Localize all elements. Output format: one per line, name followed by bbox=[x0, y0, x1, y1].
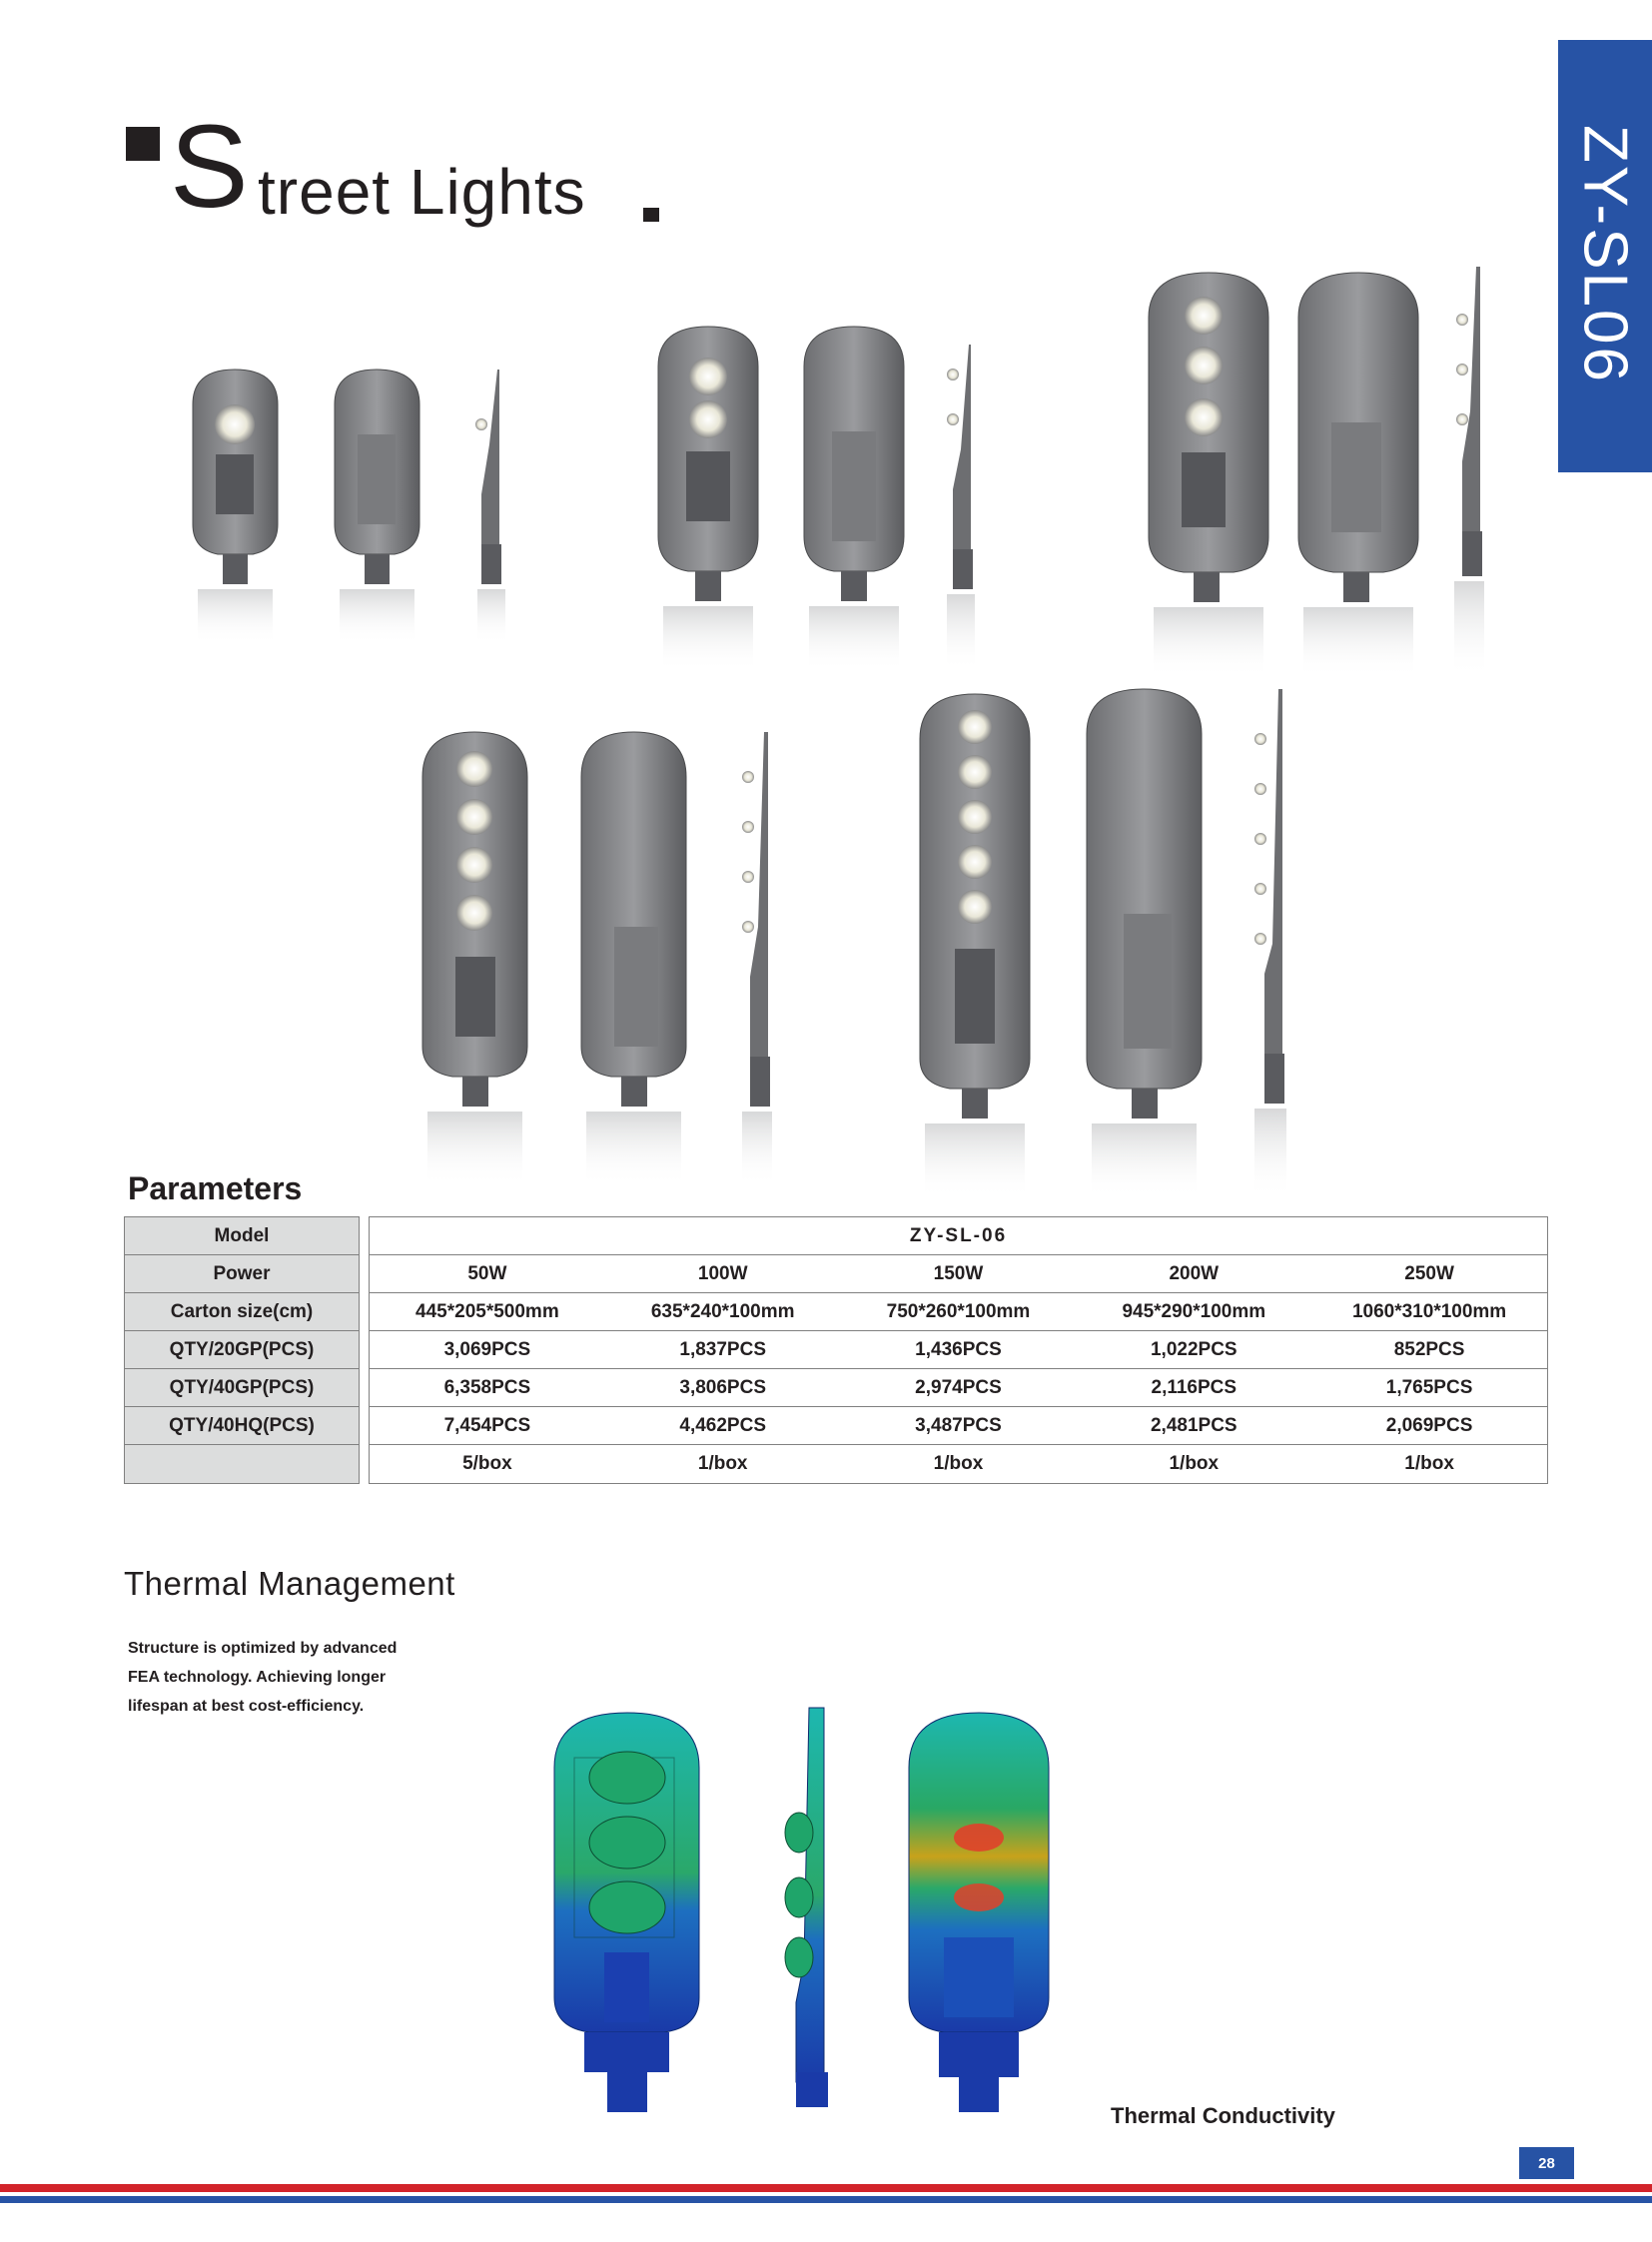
page-number: 28 bbox=[1519, 2147, 1574, 2179]
model-tab: ZY-SL06 bbox=[1558, 40, 1652, 469]
qty40hq-150w: 3,487PCS bbox=[915, 1414, 1002, 1436]
qty40gp-250w: 1,765PCS bbox=[1385, 1376, 1473, 1398]
lamp-200w-side-image bbox=[734, 727, 778, 1186]
title-end-mark bbox=[643, 208, 659, 222]
qty40hq-50w: 7,454PCS bbox=[443, 1414, 531, 1436]
packing-50w: 5/box bbox=[462, 1453, 512, 1474]
power-250w: 250W bbox=[1404, 1262, 1454, 1284]
qty20gp-50w: 3,069PCS bbox=[443, 1338, 531, 1360]
thermal-description: Structure is optimized by advanced FEA t… bbox=[128, 1634, 447, 1721]
parameters-value-table: ZY-SL-06 50W 100W 150W 200W 250W 445*205… bbox=[369, 1216, 1548, 1484]
qty40gp-50w: 6,358PCS bbox=[443, 1376, 531, 1398]
lamp-50w-side-image bbox=[469, 365, 509, 644]
qty40gp-200w: 2,116PCS bbox=[1151, 1376, 1238, 1398]
thermal-front-image bbox=[549, 1708, 704, 2117]
qty20gp-200w: 1,022PCS bbox=[1150, 1338, 1238, 1360]
parameters-heading: Parameters bbox=[128, 1170, 303, 1206]
carton-200w: 945*290*100mm bbox=[1122, 1300, 1266, 1322]
label-qty-20gp: QTY/20GP(PCS) bbox=[125, 1331, 359, 1369]
thermal-caption: Thermal Conductivity bbox=[1111, 2103, 1335, 2128]
lamp-250w-back-image bbox=[1082, 684, 1207, 1198]
power-200w: 200W bbox=[1169, 1262, 1220, 1284]
lamp-100w-back-image bbox=[799, 322, 909, 671]
qty40hq-100w: 4,462PCS bbox=[679, 1414, 766, 1436]
lamp-250w-front-image bbox=[915, 689, 1035, 1198]
packing-150w: 1/box bbox=[933, 1453, 984, 1474]
label-model: Model bbox=[125, 1217, 359, 1255]
label-qty-40gp: QTY/40GP(PCS) bbox=[125, 1369, 359, 1407]
qty40hq-250w: 2,069PCS bbox=[1385, 1414, 1473, 1436]
lamp-50w-back-image bbox=[330, 365, 424, 644]
lamp-150w-front-image bbox=[1144, 268, 1273, 677]
table-row: 5/box 1/box 1/box 1/box 1/box bbox=[370, 1445, 1547, 1483]
label-carton-size: Carton size(cm) bbox=[125, 1293, 359, 1331]
table-row: 445*205*500mm 635*240*100mm 750*260*100m… bbox=[370, 1293, 1547, 1331]
qty20gp-150w: 1,436PCS bbox=[915, 1338, 1002, 1360]
model-tab-underline bbox=[1558, 469, 1652, 472]
qty20gp-100w: 1,837PCS bbox=[679, 1338, 766, 1360]
thermal-side-image bbox=[774, 1703, 834, 2112]
qty40hq-200w: 2,481PCS bbox=[1150, 1414, 1238, 1436]
model-value: ZY-SL-06 bbox=[370, 1217, 1547, 1255]
thermal-description-line: Structure is optimized by advanced bbox=[128, 1640, 398, 1657]
lamp-150w-side-image bbox=[1446, 262, 1490, 677]
qty40gp-100w: 3,806PCS bbox=[679, 1376, 766, 1398]
lamp-100w-front-image bbox=[653, 322, 763, 671]
table-row: 3,069PCS 1,837PCS 1,436PCS 1,022PCS 852P… bbox=[370, 1331, 1547, 1369]
packing-200w: 1/box bbox=[1169, 1453, 1220, 1474]
lamp-100w-side-image bbox=[939, 340, 979, 671]
packing-100w: 1/box bbox=[697, 1453, 748, 1474]
thermal-heading: Thermal Management bbox=[124, 1565, 455, 1602]
lamp-200w-back-image bbox=[576, 727, 691, 1186]
footer-stripe-red bbox=[0, 2184, 1652, 2192]
packing-250w: 1/box bbox=[1404, 1453, 1454, 1474]
lamp-50w-front-image bbox=[188, 365, 283, 644]
label-power: Power bbox=[125, 1255, 359, 1293]
carton-150w: 750*260*100mm bbox=[886, 1300, 1031, 1322]
title-square-mark bbox=[126, 127, 160, 161]
parameters-label-column: Model Power Carton size(cm) QTY/20GP(PCS… bbox=[124, 1216, 360, 1484]
footer-stripe-gap bbox=[0, 2192, 1652, 2196]
power-100w: 100W bbox=[697, 1262, 748, 1284]
carton-100w: 635*240*100mm bbox=[650, 1300, 795, 1322]
footer-stripe-blue bbox=[0, 2196, 1652, 2203]
title-initial: S bbox=[170, 101, 249, 233]
lamp-250w-side-image bbox=[1246, 684, 1294, 1198]
lamp-200w-front-image bbox=[417, 727, 532, 1186]
lamp-150w-back-image bbox=[1293, 268, 1423, 677]
table-row: 7,454PCS 4,462PCS 3,487PCS 2,481PCS 2,06… bbox=[370, 1407, 1547, 1445]
thermal-description-line: FEA technology. Achieving longer bbox=[128, 1669, 387, 1686]
thermal-description-line: lifespan at best cost-efficiency. bbox=[128, 1698, 365, 1715]
qty20gp-250w: 852PCS bbox=[1393, 1338, 1465, 1360]
page-title: treet Lights bbox=[258, 156, 586, 228]
model-tab-label: ZY-SL06 bbox=[1570, 125, 1640, 384]
thermal-back-heatmap-image bbox=[904, 1708, 1054, 2117]
power-50w: 50W bbox=[467, 1262, 507, 1284]
carton-50w: 445*205*500mm bbox=[415, 1300, 559, 1322]
carton-250w: 1060*310*100mm bbox=[1351, 1300, 1507, 1322]
table-row: 6,358PCS 3,806PCS 2,974PCS 2,116PCS 1,76… bbox=[370, 1369, 1547, 1407]
qty40gp-150w: 2,974PCS bbox=[915, 1376, 1002, 1398]
table-row: 50W 100W 150W 200W 250W bbox=[370, 1255, 1547, 1293]
power-150w: 150W bbox=[933, 1262, 984, 1284]
label-packing bbox=[125, 1445, 359, 1483]
label-qty-40hq: QTY/40HQ(PCS) bbox=[125, 1407, 359, 1445]
